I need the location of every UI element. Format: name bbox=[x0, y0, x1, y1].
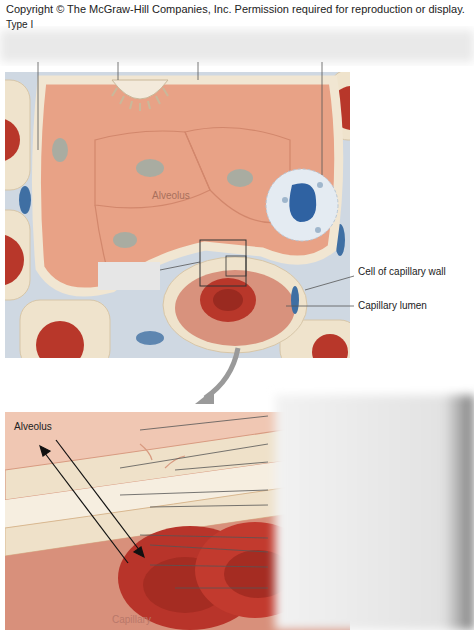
zoom-arrowhead bbox=[195, 389, 214, 404]
blurred-band bbox=[0, 30, 474, 62]
leader-lines bbox=[38, 62, 354, 306]
alveolus-label: Alveolus bbox=[152, 190, 190, 202]
inset-leader-lines bbox=[120, 416, 268, 588]
top-panel bbox=[5, 72, 350, 358]
zoom-arrow bbox=[205, 348, 238, 398]
copyright-notice: Copyright © The McGraw-Hill Companies, I… bbox=[6, 3, 465, 16]
part-label: Cell of capillary wall bbox=[358, 266, 446, 278]
alveolus-label: Alveolus bbox=[14, 421, 52, 433]
capillary-label: Capillary bbox=[112, 614, 151, 626]
cell-type-label: Type I bbox=[6, 19, 33, 31]
part-label: Capillary lumen bbox=[358, 300, 427, 312]
blurred-block bbox=[275, 395, 474, 630]
diffusion-arrows bbox=[40, 440, 144, 563]
